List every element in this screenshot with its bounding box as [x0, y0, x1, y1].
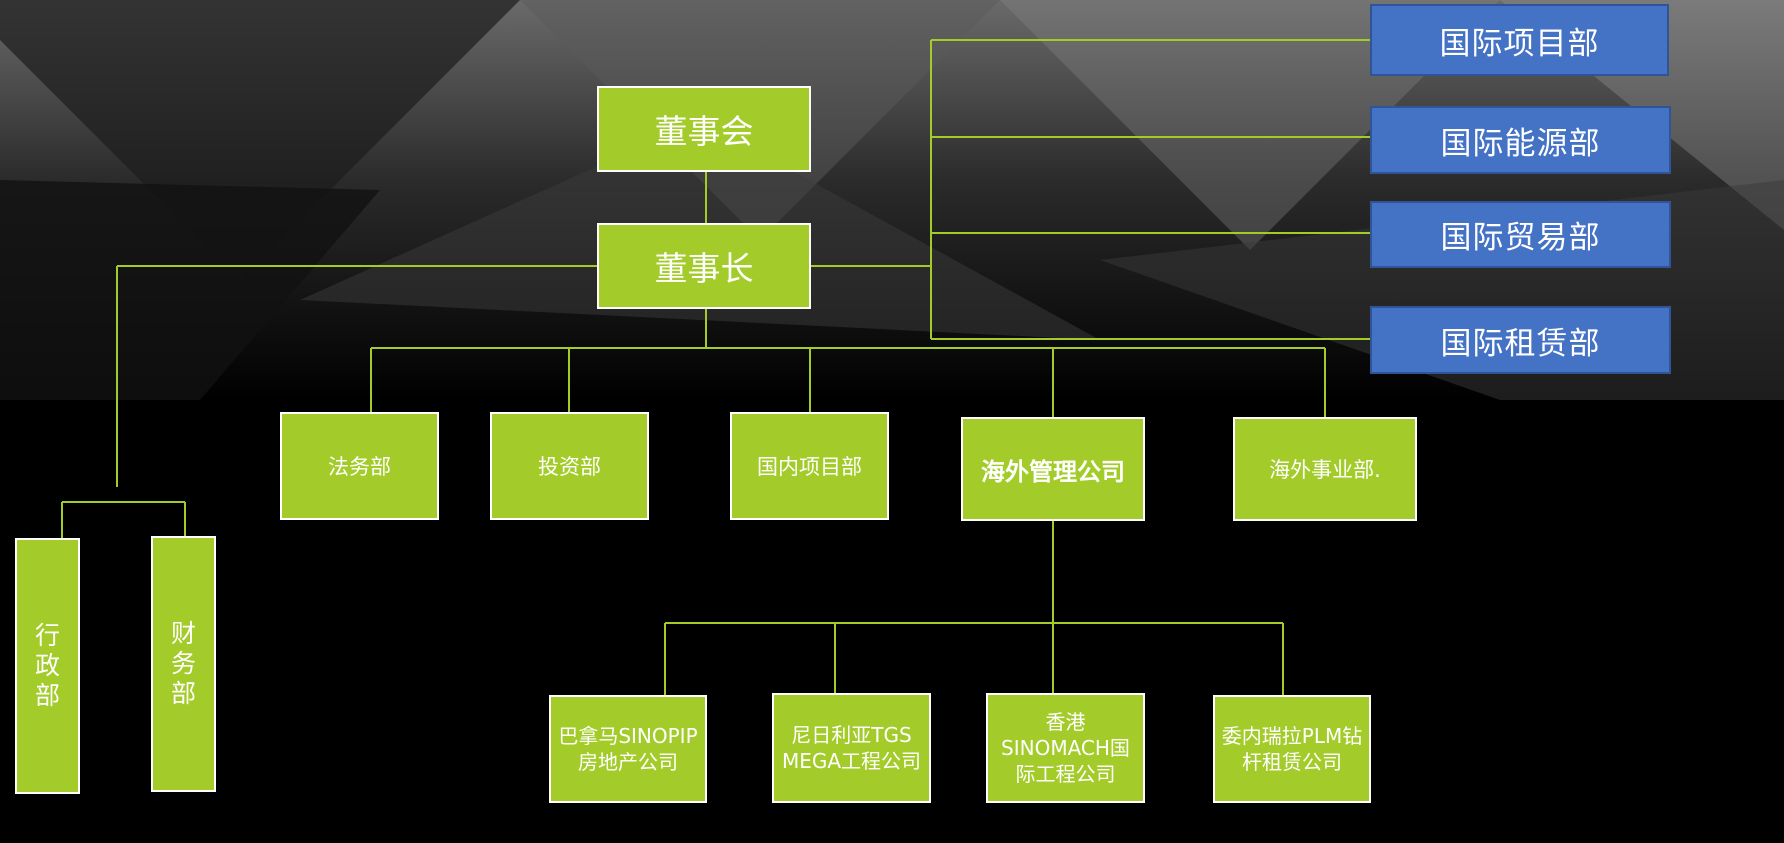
international-energy-node: 国际能源部: [1370, 106, 1671, 174]
international-leasing-node: 国际租赁部: [1370, 306, 1671, 374]
domestic-projects-node: 国内项目部: [730, 412, 889, 520]
administration-node: 行政部: [15, 538, 80, 794]
board-node: 董事会: [597, 86, 811, 172]
panama-subsidiary-node: 巴拿马SINOPIP房地产公司: [549, 695, 707, 803]
overseas-management-node: 海外管理公司: [961, 417, 1145, 521]
international-projects-node: 国际项目部: [1370, 4, 1669, 76]
venezuela-subsidiary-node: 委内瑞拉PLM钻杆租赁公司: [1213, 695, 1371, 803]
overseas-business-node: 海外事业部.: [1233, 417, 1417, 521]
legal-department-node: 法务部: [280, 412, 439, 520]
nigeria-subsidiary-node: 尼日利亚TGS MEGA工程公司: [772, 693, 931, 803]
chairman-node: 董事长: [597, 223, 811, 309]
investment-department-node: 投资部: [490, 412, 649, 520]
hongkong-subsidiary-node: 香港SINOMACH国际工程公司: [986, 693, 1145, 803]
international-trade-node: 国际贸易部: [1370, 201, 1671, 268]
finance-node: 财务部: [151, 536, 216, 792]
